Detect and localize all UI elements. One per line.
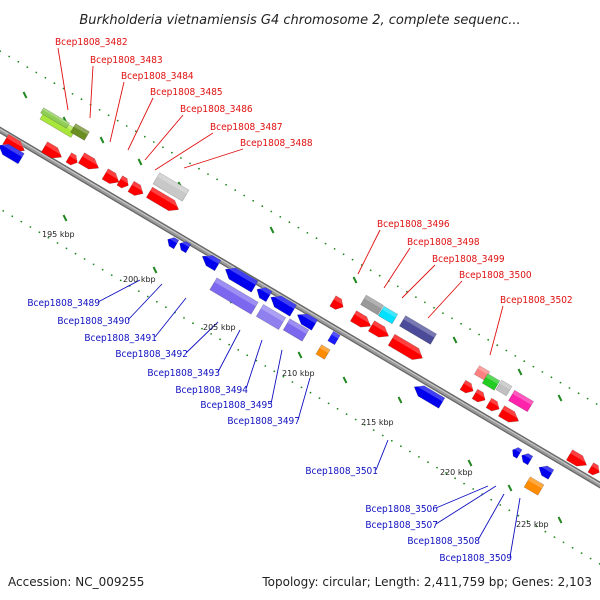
forward-gene-label: Bcep1808_3487	[210, 122, 283, 133]
reverse-gene-label: Bcep1808_3506	[365, 504, 438, 515]
reverse-gene-label: Bcep1808_3508	[407, 536, 480, 547]
forward-gene-label: Bcep1808_3500	[459, 270, 532, 281]
scale-tick-label: 195 kbp	[42, 230, 75, 239]
reverse-gene-label: Bcep1808_3491	[84, 333, 157, 344]
forward-gene-label: Bcep1808_3482	[55, 37, 128, 48]
reverse-gene-label: Bcep1808_3497	[227, 416, 300, 427]
chromosome-backbone	[0, 126, 600, 489]
dotted-guides	[0, 50, 600, 565]
scale-labels: 195 kbp 200 kbp 205 kbp 210 kbp 215 kbp 220 k…	[42, 230, 549, 529]
reverse-gene-label: Bcep1808_3489	[27, 298, 100, 309]
scale-tick-label: 225 kbp	[516, 520, 549, 529]
footer: Accession: NC_009255 Topology: circular;…	[8, 575, 592, 589]
map-title: Burkholderia vietnamiensis G4 chromosome…	[79, 13, 520, 28]
gene-labels: Bcep1808_3482Bcep1808_3483Bcep1808_3484B…	[27, 37, 572, 564]
forward-gene-label: Bcep1808_3502	[500, 295, 573, 306]
accession-text: Accession: NC_009255	[8, 575, 144, 589]
scale-tick-label: 220 kbp	[440, 468, 473, 477]
scale-tick-label: 215 kbp	[361, 418, 394, 427]
topology-text: Topology: circular; Length: 2,411,759 bp…	[261, 575, 592, 589]
forward-gene-label: Bcep1808_3496	[377, 219, 450, 230]
reverse-gene-label: Bcep1808_3492	[115, 349, 188, 360]
reverse-gene-label: Bcep1808_3507	[365, 520, 438, 531]
reverse-gene-label: Bcep1808_3495	[200, 400, 273, 411]
forward-gene-label: Bcep1808_3488	[240, 138, 313, 149]
forward-gene-label: Bcep1808_3499	[432, 254, 505, 265]
scale-tick-label: 210 kbp	[282, 369, 315, 378]
reverse-gene-label: Bcep1808_3509	[439, 553, 512, 564]
title-group: Burkholderia vietnamiensis G4 chromosome…	[79, 13, 520, 28]
forward-gene-label: Bcep1808_3483	[90, 55, 163, 66]
forward-gene-label: Bcep1808_3498	[407, 237, 480, 248]
forward-gene-label: Bcep1808_3485	[150, 87, 223, 98]
label-leaders	[57, 47, 521, 558]
reverse-gene-label: Bcep1808_3501	[305, 466, 378, 477]
gene-features	[0, 107, 600, 496]
reverse-gene-label: Bcep1808_3490	[57, 316, 130, 327]
forward-gene-label: Bcep1808_3486	[180, 104, 253, 115]
scale-tick-label: 200 kbp	[123, 275, 156, 284]
reverse-gene-label: Bcep1808_3494	[175, 385, 248, 396]
scale-tick-label: 205 kbp	[203, 323, 236, 332]
forward-gene-label: Bcep1808_3484	[121, 71, 194, 82]
reverse-gene-label: Bcep1808_3493	[147, 368, 220, 379]
